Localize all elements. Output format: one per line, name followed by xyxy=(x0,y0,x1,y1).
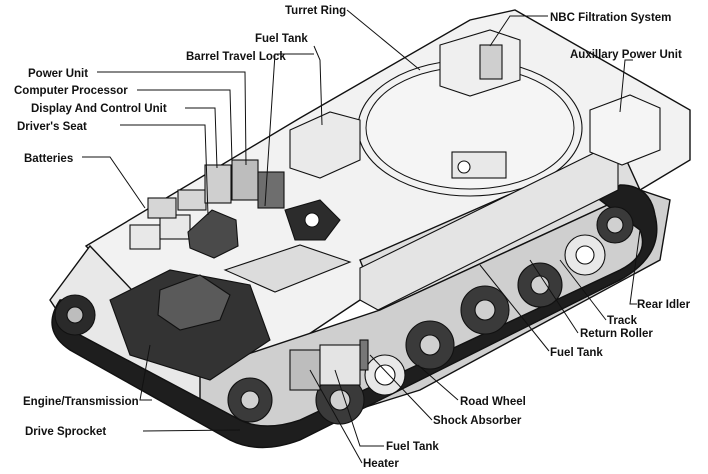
label-drivers-seat: Driver's Seat xyxy=(17,121,87,133)
apu-shape xyxy=(589,94,661,166)
heater-shape xyxy=(289,349,321,391)
lower-fuel-tank-shape xyxy=(319,344,361,386)
callout-labels: Turret Ring NBC Filtration System Fuel T… xyxy=(14,5,691,470)
label-display-and-control-unit: Display And Control Unit xyxy=(31,103,167,115)
label-power-unit: Power Unit xyxy=(28,68,88,80)
label-computer-processor: Computer Processor xyxy=(14,85,128,97)
vehicle-illustration xyxy=(49,9,691,449)
label-track: Track xyxy=(607,315,638,327)
road-wheels xyxy=(227,206,634,425)
electronics-stack-shape xyxy=(204,159,285,209)
label-shock-absorber: Shock Absorber xyxy=(433,415,522,427)
label-barrel-travel-lock: Barrel Travel Lock xyxy=(186,51,286,63)
label-fuel-tank-right: Fuel Tank xyxy=(550,347,603,359)
leader-lines xyxy=(82,9,641,464)
batteries-shape xyxy=(129,189,207,250)
label-turret-ring: Turret Ring xyxy=(285,5,346,17)
label-fuel-tank-top: Fuel Tank xyxy=(255,33,308,45)
label-drive-sprocket: Drive Sprocket xyxy=(25,426,106,438)
label-batteries: Batteries xyxy=(24,153,73,165)
drivers-seat-shape xyxy=(187,209,239,259)
engine-deck-grille xyxy=(223,244,352,293)
label-nbc-filtration-system: NBC Filtration System xyxy=(550,12,671,24)
label-heater: Heater xyxy=(363,458,399,470)
label-return-roller: Return Roller xyxy=(580,328,653,340)
label-engine-transmission: Engine/Transmission xyxy=(23,396,139,408)
label-rear-idler: Rear Idler xyxy=(637,299,691,311)
label-road-wheel: Road Wheel xyxy=(460,396,526,408)
label-auxillary-power-unit: Auxillary Power Unit xyxy=(570,49,682,61)
label-fuel-tank-bottom: Fuel Tank xyxy=(386,441,439,453)
upper-fuel-tank-shape xyxy=(289,111,361,179)
shock-absorber-shape xyxy=(359,339,369,371)
